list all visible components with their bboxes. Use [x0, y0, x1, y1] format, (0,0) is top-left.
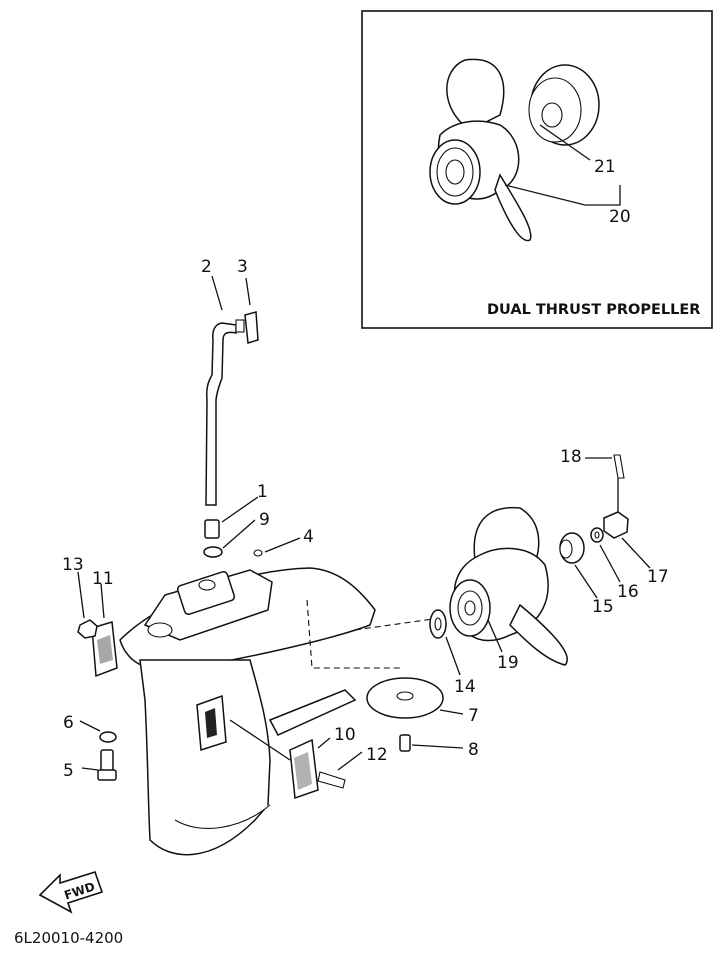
- bolt-5-washer-6: [97, 731, 117, 781]
- cotter-pin-18: [613, 454, 625, 479]
- dual-thrust-propeller-inset: 21 20 DUAL THRUST PROPELLER: [361, 10, 713, 329]
- grommet-9: [203, 546, 223, 558]
- callout-19: 19: [497, 653, 519, 673]
- trim-tab-7: [366, 677, 444, 752]
- bolt-5: [100, 749, 114, 773]
- dual-thrust-propeller-drawing: [429, 58, 600, 242]
- inset-title: DUAL THRUST PROPELLER: [487, 302, 700, 318]
- callout-3: 3: [237, 257, 248, 277]
- fwd-arrow: FWD: [38, 871, 104, 914]
- callout-21: 21: [594, 157, 616, 177]
- callout-8: 8: [468, 740, 479, 760]
- bolt-8: [399, 734, 411, 752]
- callout-18: 18: [560, 447, 582, 467]
- leader-21: [539, 124, 591, 161]
- nut-13: [77, 619, 98, 639]
- fwd-arrow-icon: [38, 871, 104, 914]
- index-line-a: [306, 599, 400, 669]
- callout-2: 2: [201, 257, 212, 277]
- tube-grommet: [204, 519, 220, 539]
- thrust-washer-14: [429, 609, 447, 639]
- callout-20: 20: [609, 207, 631, 227]
- callout-1: 1: [257, 482, 268, 502]
- inset-frame: [361, 10, 713, 329]
- lower-casing: [119, 567, 376, 856]
- callout-4: 4: [303, 527, 314, 547]
- callout-6: 6: [63, 713, 74, 733]
- nut-17: [603, 511, 629, 539]
- callout-10: 10: [334, 725, 356, 745]
- diagram-code: 6L20010-4200: [14, 929, 123, 947]
- callout-9: 9: [259, 510, 270, 530]
- leader-20: [504, 184, 621, 206]
- o-ring-4: [253, 549, 263, 557]
- callout-16: 16: [617, 582, 639, 602]
- index-line-b: [354, 617, 441, 631]
- callout-14: 14: [454, 677, 476, 697]
- leader-lines: [77, 275, 651, 771]
- callout-17: 17: [647, 567, 669, 587]
- callout-11: 11: [92, 569, 114, 589]
- washer-6: [99, 731, 117, 743]
- callout-5: 5: [63, 761, 74, 781]
- callout-13: 13: [62, 555, 84, 575]
- callout-7: 7: [468, 706, 479, 726]
- callout-15: 15: [592, 597, 614, 617]
- anode-11-assembly: [77, 619, 118, 678]
- callout-12: 12: [366, 745, 388, 765]
- anode-assembly: [229, 719, 346, 800]
- propeller-19: [449, 506, 568, 666]
- water-tube-assembly: [203, 311, 263, 558]
